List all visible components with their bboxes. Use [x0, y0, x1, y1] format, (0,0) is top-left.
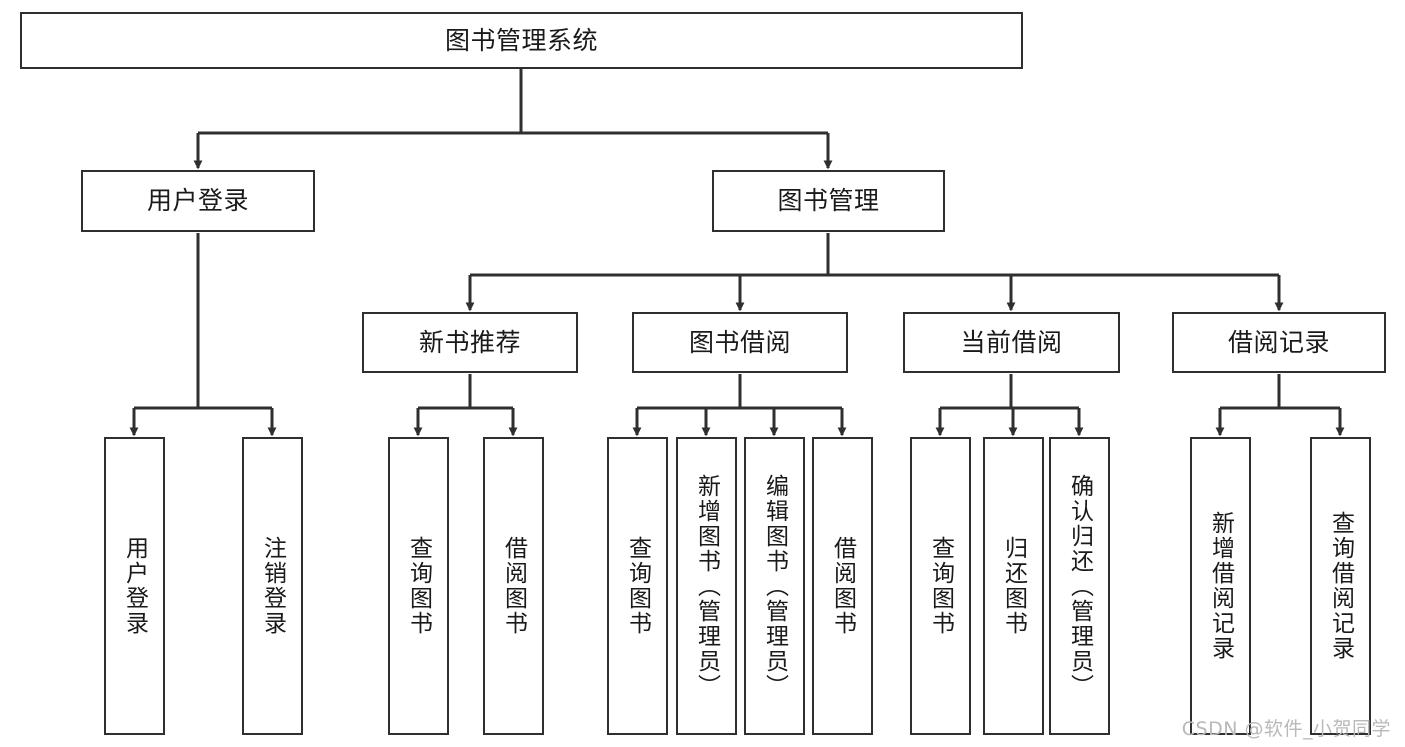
node-book-borrow[interactable]: 图书借阅 [632, 312, 848, 373]
node-leaf-user-login-label: 用户登录 [121, 536, 148, 636]
node-leaf-query-book-3[interactable]: 查询图书 [910, 437, 971, 735]
node-user-login-label: 用户登录 [146, 186, 249, 216]
node-leaf-borrow-book-2-label: 借阅图书 [829, 536, 856, 636]
node-leaf-query-book-2-label: 查询图书 [624, 536, 651, 636]
node-borrow-record[interactable]: 借阅记录 [1172, 312, 1386, 373]
node-new-book-recommend[interactable]: 新书推荐 [362, 312, 578, 373]
node-book-manage-label: 图书管理 [777, 186, 880, 216]
node-current-borrow[interactable]: 当前借阅 [903, 312, 1120, 373]
csdn-watermark: CSDN @软件_小贺同学 [1181, 718, 1391, 740]
node-leaf-add-record-label: 新增借阅记录 [1207, 511, 1234, 661]
node-leaf-return-book-label: 归还图书 [1000, 536, 1027, 636]
node-leaf-query-record-label: 查询借阅记录 [1327, 511, 1354, 661]
node-borrow-record-label: 借阅记录 [1227, 327, 1330, 357]
node-leaf-add-book[interactable]: 新增图书（管理员） [676, 437, 737, 735]
node-leaf-logout-label: 注销登录 [259, 536, 286, 636]
node-book-manage[interactable]: 图书管理 [712, 170, 945, 232]
node-leaf-add-book-label: 新增图书（管理员） [693, 473, 720, 699]
node-leaf-query-book-2[interactable]: 查询图书 [607, 437, 668, 735]
node-book-borrow-label: 图书借阅 [688, 327, 791, 357]
node-leaf-return-book[interactable]: 归还图书 [983, 437, 1044, 735]
node-leaf-query-record[interactable]: 查询借阅记录 [1310, 437, 1371, 735]
node-leaf-edit-book-label: 编辑图书（管理员） [761, 473, 788, 699]
node-leaf-query-book-1[interactable]: 查询图书 [388, 437, 449, 735]
node-leaf-user-login[interactable]: 用户登录 [104, 437, 165, 735]
node-leaf-borrow-book-1[interactable]: 借阅图书 [483, 437, 544, 735]
node-leaf-borrow-book-1-label: 借阅图书 [500, 536, 527, 636]
node-new-book-recommend-label: 新书推荐 [418, 327, 521, 357]
node-leaf-edit-book[interactable]: 编辑图书（管理员） [744, 437, 805, 735]
node-user-login[interactable]: 用户登录 [81, 170, 315, 232]
node-leaf-logout[interactable]: 注销登录 [242, 437, 303, 735]
node-current-borrow-label: 当前借阅 [960, 327, 1063, 357]
node-leaf-confirm-return-label: 确认归还（管理员） [1066, 473, 1093, 699]
node-leaf-borrow-book-2[interactable]: 借阅图书 [812, 437, 873, 735]
node-root-label: 图书管理系统 [444, 25, 598, 55]
node-leaf-add-record[interactable]: 新增借阅记录 [1190, 437, 1251, 735]
node-root[interactable]: 图书管理系统 [20, 12, 1023, 69]
node-leaf-query-book-3-label: 查询图书 [927, 536, 954, 636]
node-leaf-query-book-1-label: 查询图书 [405, 536, 432, 636]
node-leaf-confirm-return[interactable]: 确认归还（管理员） [1049, 437, 1110, 735]
